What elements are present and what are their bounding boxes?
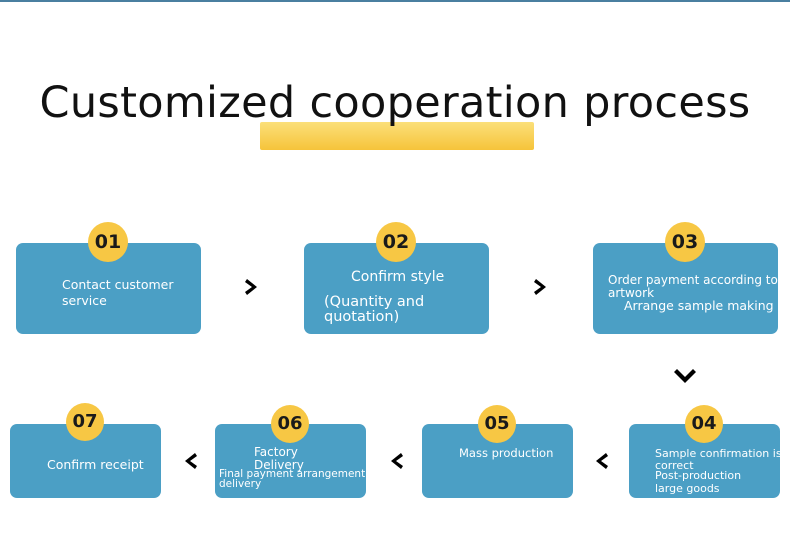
step-01-text-line-2: service: [62, 293, 107, 308]
page-title: Customized cooperation process: [39, 78, 751, 128]
step-04-text-line-3: Post-production: [655, 469, 742, 482]
step-04-text-line-2: correct: [655, 459, 694, 472]
top-border-line: [0, 0, 790, 2]
step-02-badge: 02: [376, 222, 416, 262]
chevron-right-icon: [534, 279, 546, 295]
chevron-left-icon: [185, 453, 197, 469]
step-06-text-line-2: Delivery: [254, 458, 304, 472]
step-04-text-line-1: Sample confirmation is: [655, 447, 782, 460]
step-02-text-line-1: Confirm style: [351, 269, 445, 285]
step-02-box: Confirm style (Quantity and quotation): [304, 243, 489, 334]
step-03-text-line-3: Arrange sample making: [624, 298, 774, 313]
step-03-badge: 03: [665, 222, 705, 262]
step-04-text-line-4: large goods: [655, 482, 720, 495]
step-02-text-line-2: (Quantity and: [324, 294, 425, 310]
step-01-text-line-1: Contact customer: [62, 277, 174, 292]
step-03-text-line-2: artwork: [608, 286, 655, 300]
step-05-text-line-1: Mass production: [459, 446, 554, 460]
title-area: Customized cooperation process: [0, 78, 790, 158]
step-03-box: Order payment according to artwork Arran…: [593, 243, 778, 334]
step-03-text-line-1: Order payment according to: [608, 273, 778, 287]
step-06-text-line-4: delivery: [219, 478, 262, 490]
step-02-text-line-3: quotation): [324, 309, 400, 325]
step-06-text-line-1: Factory: [254, 445, 298, 459]
step-06-badge: 06: [271, 405, 309, 443]
step-05-badge: 05: [478, 405, 516, 443]
step-07-badge: 07: [66, 403, 104, 441]
step-07-text-line-1: Confirm receipt: [47, 457, 144, 472]
step-04-badge: 04: [685, 405, 723, 443]
chevron-left-icon: [391, 453, 403, 469]
step-06-text-line-3: Final payment arrangement: [219, 468, 366, 480]
chevron-left-icon: [596, 453, 608, 469]
step-01-badge: 01: [88, 222, 128, 262]
chevron-right-icon: [245, 279, 257, 295]
chevron-down-icon: [674, 369, 696, 383]
title-highlight-bar: [260, 122, 534, 150]
